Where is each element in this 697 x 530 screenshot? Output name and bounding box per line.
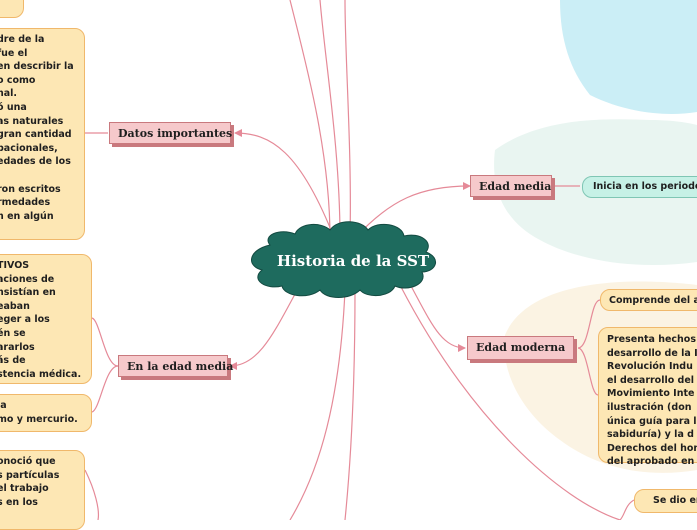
connector-top-2 xyxy=(319,0,341,239)
datos-note-line: pacionales, xyxy=(0,142,58,154)
datos-note-line: dre de la xyxy=(0,34,45,45)
edad-moderna-note-line: ilustración (don xyxy=(607,401,692,413)
edad-media-left-note-line: ás de xyxy=(0,355,26,367)
edad-media-left-note2-line: mo y mercurio. xyxy=(0,413,78,425)
datos-note-line: gran cantidad xyxy=(0,129,72,141)
edad-media-left-note-line: ararlos xyxy=(0,341,35,353)
datos-note-line: nal. xyxy=(0,88,18,100)
connector-bottom-right xyxy=(399,284,621,520)
connector-bottom-right-note xyxy=(619,499,635,520)
connector-datos xyxy=(234,132,336,241)
edad-media-left-note-line: aciones de xyxy=(0,273,55,285)
edad-moderna-note-line: el desarrollo del xyxy=(607,374,695,386)
edad-media-left-note-line: nsistían en xyxy=(0,287,56,299)
arrow-head-datos xyxy=(234,129,242,137)
datos-note: dre de la fue el en describir la o como … xyxy=(0,28,85,240)
edad-media-left-note-line: én se xyxy=(0,327,26,339)
connector-top-1 xyxy=(289,0,331,239)
datos-note-line: n en algún xyxy=(0,210,54,222)
edad-moderna-note-line: sabiduría) y la d xyxy=(607,429,694,441)
arrow-head-edad-moderna xyxy=(458,344,466,352)
edad-moderna-note-line: Presenta hechos xyxy=(607,334,696,345)
datos-note-line: ó una xyxy=(0,101,27,113)
connector-bottom-1 xyxy=(289,289,346,520)
edad-media-left-note: TIVOS aciones de nsistían en eaban eger … xyxy=(0,254,92,384)
bottom-right-note: Se dio en xyxy=(634,489,697,513)
edad-moderna-note-top: Comprende del a xyxy=(600,289,697,311)
edad-media-right-topic[interactable]: Edad media xyxy=(470,175,552,197)
edad-media-left-note-line: stencia médica. xyxy=(0,368,82,380)
datos-note-line: edades de los xyxy=(0,156,71,168)
datos-note-line xyxy=(0,169,76,183)
datos-note-line: o como xyxy=(0,74,36,86)
connector-top-3 xyxy=(344,0,351,239)
datos-note-line: rmedades xyxy=(0,197,51,209)
connector-bottom-left-note xyxy=(84,469,100,520)
connector-edad-media-right xyxy=(354,185,471,239)
arrow-head-edad-media-right xyxy=(463,182,471,190)
edad-media-left-note-line: eaban xyxy=(0,300,30,312)
datos-importantes-topic[interactable]: Datos importantes xyxy=(109,122,232,144)
connector-edad-media-note2 xyxy=(91,365,119,413)
connector-edad-moderna xyxy=(404,274,466,349)
edad-moderna-note: Presenta hechos desarrollo de la I Revol… xyxy=(598,327,697,467)
connector-edad-media-left xyxy=(229,284,301,367)
edad-moderna-topic[interactable]: Edad moderna xyxy=(467,336,574,360)
edad-moderna-note-line: Revolución Indu xyxy=(607,361,693,373)
bottom-left-note: onoció que s partículas el trabajo s en … xyxy=(0,450,85,530)
edad-media-left-note-line: eger a los xyxy=(0,314,50,326)
edad-media-right-note: Inicia en los periodo xyxy=(582,176,697,198)
datos-note-line: as naturales xyxy=(0,115,64,127)
edad-media-left-note2-line: la xyxy=(0,400,7,411)
en-la-edad-media-topic[interactable]: En la edad media xyxy=(118,355,233,377)
edad-media-left-note-line: TIVOS xyxy=(0,260,30,271)
edad-moderna-note-line: única guía para l xyxy=(607,415,697,427)
datos-note-line: ron escritos xyxy=(0,183,61,195)
edad-moderna-note-line: desarrollo de la I xyxy=(607,347,697,359)
central-topic-label: Historia de la SST xyxy=(276,252,430,270)
edad-moderna-note-line: Derechos del hom xyxy=(607,442,697,454)
teal-background-blob xyxy=(560,0,697,115)
central-topic-cloud[interactable] xyxy=(251,221,436,298)
connector-bottom-2 xyxy=(344,289,356,520)
datos-note-line: en describir la xyxy=(0,61,74,73)
bottom-left-note-line: s partículas xyxy=(0,469,60,481)
bottom-left-note-line: onoció que xyxy=(0,456,56,467)
edad-moderna-note-line: Movimiento Inte xyxy=(607,388,695,400)
connector-moderna-top-note xyxy=(577,299,601,349)
datos-note-line: fue el xyxy=(0,47,28,59)
connector-moderna-main-note xyxy=(577,347,599,396)
datos-note-top xyxy=(0,0,24,18)
connector-edad-media-note xyxy=(91,317,119,367)
bottom-left-note-line: el trabajo xyxy=(0,483,49,495)
arrow-head-edad-media-left xyxy=(229,362,237,370)
edad-media-left-note-2: la mo y mercurio. xyxy=(0,394,92,432)
bottom-left-note-line: s en los xyxy=(0,496,38,508)
edad-moderna-note-line: del aprobado en xyxy=(607,456,695,468)
